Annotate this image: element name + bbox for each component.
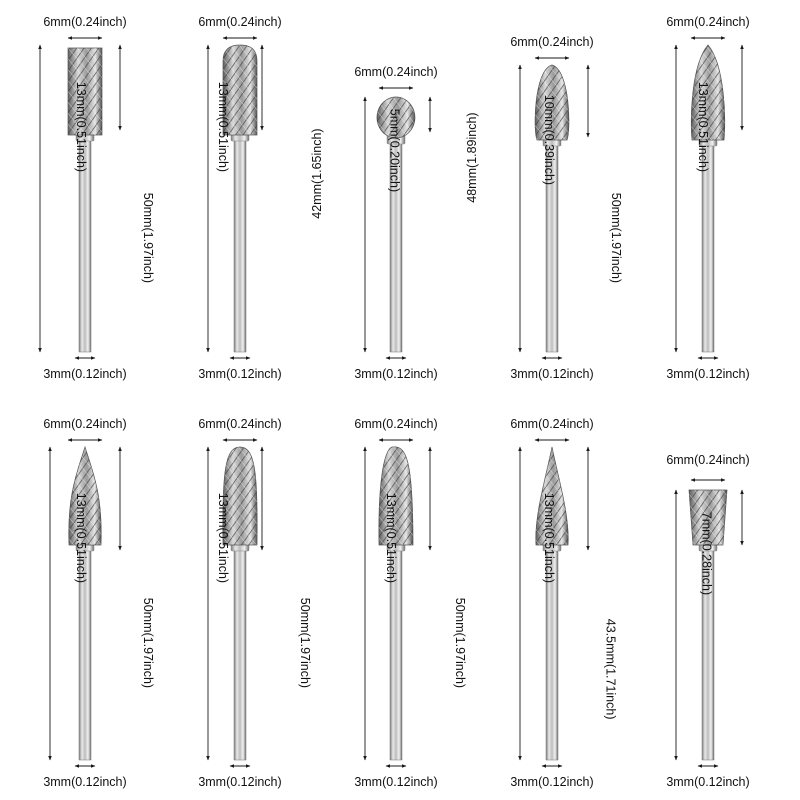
burr-shank bbox=[233, 132, 247, 353]
head-length-label: 13mm(0.51inch) bbox=[541, 492, 556, 583]
head-length-label: 13mm(0.51inch) bbox=[215, 81, 230, 172]
burr-bit bbox=[518, 438, 590, 768]
burr-head-highlights bbox=[223, 45, 257, 135]
overall-length-label: 50mm(1.97inch) bbox=[297, 597, 312, 688]
burr-head-highlights bbox=[68, 48, 102, 135]
burr-head-highlights bbox=[376, 97, 415, 138]
head-diameter-label: 6mm(0.24inch) bbox=[354, 65, 438, 79]
burr-head-highlights bbox=[535, 65, 569, 140]
head-diameter-label: 6mm(0.24inch) bbox=[43, 417, 127, 431]
shank-diameter-label: 3mm(0.12inch) bbox=[666, 367, 750, 381]
burr-head-highlights bbox=[691, 45, 725, 140]
burr-head-highlights bbox=[68, 447, 102, 545]
head-length-label: 13mm(0.51inch) bbox=[383, 492, 398, 583]
burr-bit bbox=[48, 438, 122, 768]
shank-diameter-label: 3mm(0.12inch) bbox=[510, 775, 594, 789]
head-length-label: 13mm(0.51inch) bbox=[73, 492, 88, 583]
shank-diameter-label: 3mm(0.12inch) bbox=[354, 367, 438, 381]
burr-shank bbox=[233, 542, 247, 761]
head-diameter-label: 6mm(0.24inch) bbox=[666, 15, 750, 29]
overall-length-label: 48mm(1.89inch) bbox=[464, 111, 479, 203]
head-diameter-label: 6mm(0.24inch) bbox=[198, 15, 282, 29]
head-diameter-label: 6mm(0.24inch) bbox=[510, 417, 594, 431]
overall-length-label: 43.5mm(1.71inch) bbox=[603, 618, 618, 720]
shank-diameter-label: 3mm(0.12inch) bbox=[510, 367, 594, 381]
burr-bit bbox=[206, 438, 264, 768]
head-diameter-label: 6mm(0.24inch) bbox=[198, 417, 282, 431]
burr-head-highlights bbox=[689, 490, 727, 545]
shank-diameter-label: 3mm(0.12inch) bbox=[198, 775, 282, 789]
head-length-label: 7mm(0.28inch) bbox=[699, 511, 714, 595]
burr-head-highlights bbox=[535, 447, 569, 545]
overall-length-label: 50mm(1.97inch) bbox=[140, 192, 155, 283]
head-diameter-label: 6mm(0.24inch) bbox=[43, 15, 127, 29]
head-length-label: 13mm(0.51inch) bbox=[73, 81, 88, 172]
head-diameter-label: 6mm(0.24inch) bbox=[354, 417, 438, 431]
burr-bit bbox=[674, 478, 744, 768]
shank-diameter-label: 3mm(0.12inch) bbox=[198, 367, 282, 381]
shank-diameter-label: 3mm(0.12inch) bbox=[666, 775, 750, 789]
shank-diameter-label: 3mm(0.12inch) bbox=[43, 775, 127, 789]
burr-bit bbox=[674, 36, 744, 360]
overall-length-label: 50mm(1.97inch) bbox=[140, 597, 155, 688]
head-diameter-label: 6mm(0.24inch) bbox=[510, 35, 594, 49]
burr-bit bbox=[363, 86, 432, 360]
burr-bit bbox=[38, 36, 122, 360]
burr-bit bbox=[363, 438, 432, 768]
burr-head-highlights bbox=[378, 446, 413, 545]
head-diameter-label: 6mm(0.24inch) bbox=[666, 453, 750, 467]
burr-bit bbox=[518, 56, 590, 360]
head-length-label: 10mm(0.39inch) bbox=[541, 94, 556, 186]
overall-length-label: 50mm(1.97inch) bbox=[452, 597, 467, 688]
head-length-label: 13mm(0.51inch) bbox=[215, 492, 230, 583]
head-length-label: 5mm(0.20inch) bbox=[387, 108, 402, 192]
burr-head-highlights bbox=[222, 447, 258, 545]
shank-diameter-label: 3mm(0.12inch) bbox=[354, 775, 438, 789]
shank-diameter-label: 3mm(0.12inch) bbox=[43, 367, 127, 381]
overall-length-label: 42mm(1.65inch) bbox=[309, 127, 324, 219]
burr-bit bbox=[206, 36, 264, 360]
overall-length-label: 50mm(1.97inch) bbox=[608, 192, 623, 283]
head-length-label: 13mm(0.51inch) bbox=[695, 81, 710, 172]
